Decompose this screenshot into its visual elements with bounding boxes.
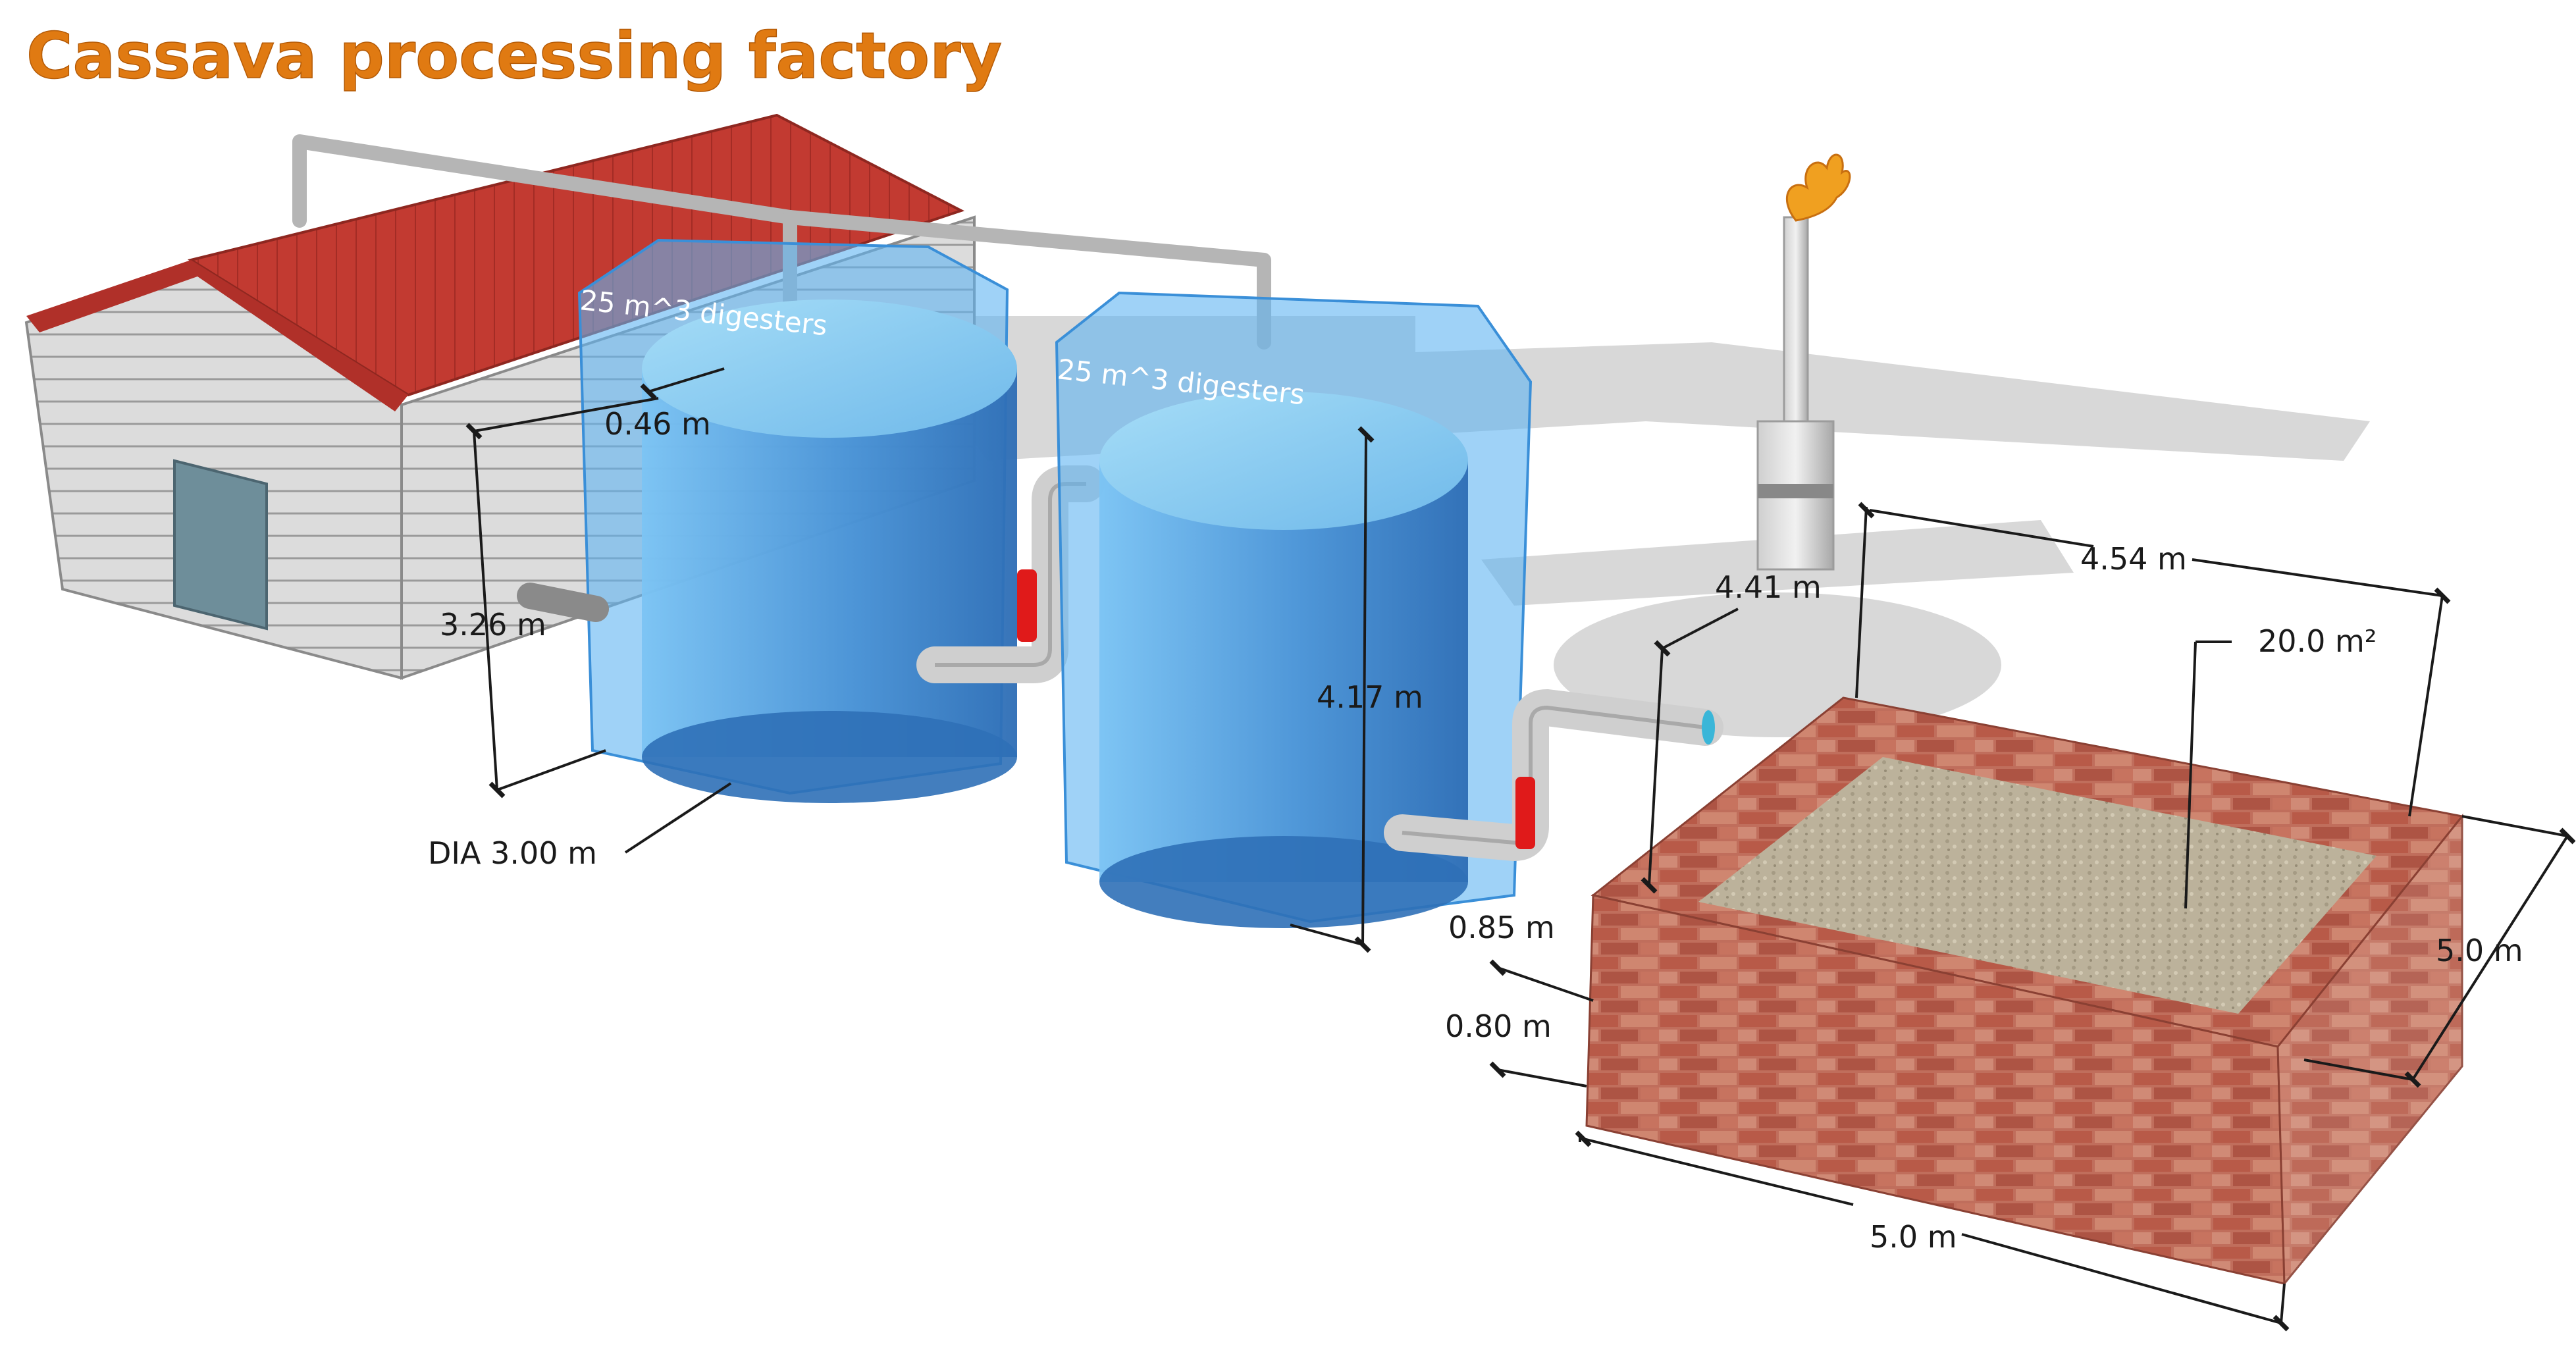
dim-diameter: DIA 3.00 m: [428, 835, 597, 871]
diagram-title: Cassava processing factory: [26, 19, 1002, 93]
valve-1-icon[interactable]: [1017, 569, 1037, 642]
flare-stack: [1756, 153, 1851, 571]
dim-pit-width-front: 5.0 m: [1870, 1219, 1957, 1255]
dim-pit-height: 4.41 m: [1715, 569, 1822, 605]
sludge-pit: [1585, 696, 2464, 1287]
dim-digester-height-2: 4.17 m: [1317, 679, 1423, 715]
dim-digester-height-1: 3.26 m: [440, 607, 546, 642]
digester-2: 25 m^3 digesters: [1055, 291, 1533, 928]
inlet-pipe: [517, 583, 609, 622]
dim-outlet-height: 0.85 m: [1448, 910, 1555, 945]
building-door[interactable]: [173, 459, 268, 631]
dim-base-height: 0.80 m: [1445, 1008, 1552, 1044]
digester-2-tank: [1099, 461, 1468, 882]
dim-lid-gap: 0.46 m: [604, 406, 711, 442]
dim-pit-width-back: 4.54 m: [2080, 541, 2187, 577]
pit-gravel-floor: [1698, 757, 2377, 1014]
valve-2-icon[interactable]: [1515, 777, 1535, 849]
dimension-lines: [465, 367, 2576, 1332]
dim-pit-depth-side: 5.0 m: [2436, 933, 2523, 968]
dim-pit-area: 20.0 m²: [2258, 623, 2377, 659]
digester-1: 25 m^3 digesters: [577, 238, 1017, 803]
flame-icon: [1785, 153, 1851, 222]
digester-2-lid: [1099, 392, 1468, 530]
pit-side-wall: [2276, 813, 2463, 1287]
building-roof-gable: [26, 260, 408, 411]
digester-1-lid: [642, 300, 1017, 438]
transfer-pipe-2: [1384, 689, 1723, 862]
dimension-labels: 0.46 m 3.26 m DIA 3.00 m 4.17 m 4.41 m 4…: [428, 406, 2523, 1255]
